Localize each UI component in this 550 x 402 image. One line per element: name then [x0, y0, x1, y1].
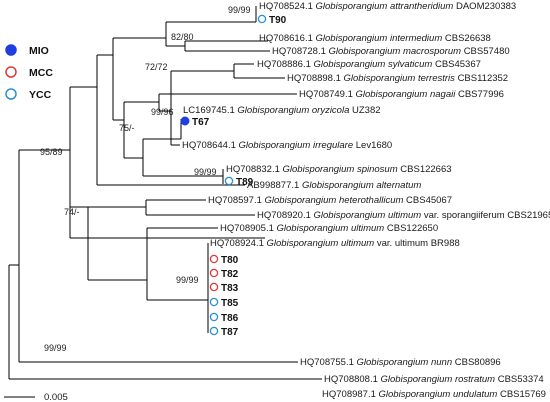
- scale-bar: 0.005: [4, 392, 68, 402]
- support-value: 99/99: [194, 167, 217, 177]
- isolate-label: T67: [192, 117, 210, 128]
- taxon-label: HQ708920.1 Globisporangium ultimum var. …: [257, 210, 550, 221]
- isolate-marker: [180, 116, 190, 126]
- taxon-label: HQ708728.1 Globisporangium macrosporum C…: [272, 46, 510, 57]
- legend-label-mcc: MCC: [29, 67, 53, 79]
- support-value: 82/80: [171, 32, 194, 42]
- isolate-marker: [209, 297, 219, 307]
- taxon-label: HQ708616.1 Globisporangium intermedium C…: [259, 33, 491, 44]
- taxon-label: HQ708644.1 Globisporangium irregulare Le…: [182, 140, 392, 151]
- taxon-label: AB998877.1 Globisporangium alternatum: [247, 180, 421, 191]
- isolate-label: T82: [221, 269, 239, 280]
- isolate-marker: [257, 14, 267, 24]
- legend-label-mio: MIO: [29, 45, 49, 57]
- isolate-label: T80: [221, 255, 239, 266]
- isolate-label: T90: [269, 15, 287, 26]
- legend-label-ycc: YCC: [29, 89, 52, 101]
- taxon-label: HQ708755.1 Globisporangium nunn CBS80896: [300, 357, 501, 368]
- taxon-label: HQ708898.1 Globisporangium terrestris CB…: [287, 73, 508, 84]
- support-value: 72/72: [145, 62, 168, 72]
- isolate-marker: [209, 312, 219, 322]
- isolate-markers: T90 T67 T89 T80 T82 T83 T85 T86 T87: [180, 14, 287, 338]
- scale-bar-label: 0.005: [44, 392, 68, 402]
- isolate-label: T86: [221, 313, 239, 324]
- isolate-label: T87: [221, 327, 239, 338]
- legend-marker-mcc: [5, 66, 17, 78]
- isolate-label: T83: [221, 283, 239, 294]
- support-value: 99/99: [228, 5, 251, 15]
- taxon-labels: HQ708524.1 Globisporangium attrantheridi…: [182, 1, 550, 400]
- taxon-label: HQ708524.1 Globisporangium attrantheridi…: [259, 1, 516, 12]
- legend: MIO MCC YCC: [5, 44, 53, 101]
- support-value: 99/99: [44, 343, 67, 353]
- support-value: 99/99: [176, 275, 199, 285]
- taxon-label: HQ708749.1 Globisporangium nagaii CBS779…: [299, 89, 504, 100]
- support-value: 75/-: [119, 123, 135, 133]
- legend-marker-ycc: [5, 88, 17, 100]
- taxon-label: HQ708832.1 Globisporangium spinosum CBS1…: [226, 164, 452, 175]
- taxon-label: LC169745.1 Globisporangium oryzicola UZ3…: [183, 105, 381, 116]
- isolate-marker: [209, 254, 219, 264]
- taxon-label: HQ708987.1 Globisporangium undulatum CBS…: [322, 389, 546, 400]
- taxon-label: HQ708924.1 Globisporangium ultimum var. …: [210, 238, 460, 249]
- taxon-label: HQ708597.1 Globisporangium heterothallic…: [208, 195, 452, 206]
- support-value: 99/96: [151, 107, 174, 117]
- isolate-label: T85: [221, 298, 239, 309]
- isolate-label: T89: [236, 177, 254, 188]
- support-values: 99/99 82/80 72/72 99/96 75/- 99/99 95/89…: [40, 5, 251, 353]
- support-value: 95/89: [40, 147, 63, 157]
- taxon-label: HQ708905.1 Globisporangium ultimum CBS12…: [220, 223, 438, 234]
- taxon-label: HQ708886.1 Globisporangium sylvaticum CB…: [257, 59, 481, 70]
- isolate-marker: [209, 268, 219, 278]
- isolate-marker: [224, 176, 234, 186]
- isolate-marker: [209, 282, 219, 292]
- isolate-marker: [209, 326, 219, 336]
- support-value: 74/-: [64, 207, 80, 217]
- legend-marker-mio: [5, 44, 17, 56]
- taxon-label: HQ708808.1 Globisporangium rostratum CBS…: [324, 374, 544, 385]
